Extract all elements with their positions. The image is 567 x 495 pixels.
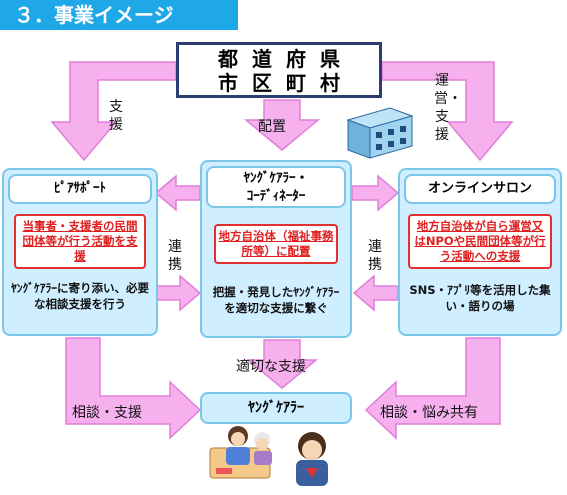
coordinator-heading: ﾔﾝｸﾞｹｱﾗｰ・ ｺｰﾃﾞｨﾈｰﾀｰ: [206, 166, 346, 208]
young-carer-worried-icon: [296, 432, 328, 486]
top-line-2: 市区町村: [218, 71, 354, 95]
online-salon-body: SNS・ｱﾌﾟﾘ等を活用した集い・語りの場: [409, 283, 551, 313]
coordinator-body: 把握・発見したﾔﾝｸﾞｹｱﾗｰを適切な支援に繋ぐ: [212, 285, 340, 315]
peer-support-panel: ﾋﾟｱｻﾎﾟｰﾄ 当事者・支援者の民間団体等が行う活動を支援 ﾔﾝｸﾞｹｱﾗｰに…: [2, 168, 158, 336]
coordinator-panel: ﾔﾝｸﾞｹｱﾗｰ・ ｺｰﾃﾞｨﾈｰﾀｰ 地方自治体（福祉事務所等）に配置 把握・…: [200, 160, 352, 338]
label-center-top: 配置: [258, 119, 286, 135]
peer-support-body: ﾔﾝｸﾞｹｱﾗｰに寄り添い、必要な相談支援を行う: [11, 281, 149, 311]
young-carer-cooking-icon: [209, 426, 272, 479]
coordinator-heading-line2: ｺｰﾃﾞｨﾈｰﾀｰ: [246, 189, 306, 204]
arrow-link-right-1: [351, 174, 400, 212]
young-carer-box: ﾔﾝｸﾞｹｱﾗｰ: [200, 392, 352, 424]
label-link-right: 連携: [368, 239, 382, 273]
coordinator-highlight: 地方自治体（福祉事務所等）に配置: [214, 224, 338, 264]
label-right-top: 運営・支援: [434, 73, 462, 143]
label-left-top: 支援: [109, 99, 123, 133]
online-salon-heading: オンラインサロン: [404, 174, 556, 204]
prefecture-municipality-box: 都道府県 市区町村: [176, 42, 382, 98]
section-title: ３．事業イメージ: [0, 0, 238, 30]
arrow-left-top: [50, 61, 177, 162]
peer-support-heading: ﾋﾟｱｻﾎﾟｰﾄ: [8, 174, 152, 204]
arrow-link-left-1: [154, 174, 201, 212]
arrow-bottom-left: [65, 337, 202, 440]
arrow-bottom-right: [364, 337, 501, 440]
arrow-right-top: [381, 61, 514, 162]
arrow-center-top: [243, 99, 321, 151]
online-salon-panel: オンラインサロン 地方自治体が自ら運営又はNPOや民間団体等が行う活動への支援 …: [398, 168, 562, 336]
label-bottom-left: 相談・支援: [72, 405, 142, 421]
top-line-1: 都道府県: [218, 47, 354, 71]
online-salon-highlight: 地方自治体が自ら運営又はNPOや民間団体等が行う活動への支援: [408, 214, 552, 269]
peer-support-highlight: 当事者・支援者の民間団体等が行う活動を支援: [14, 214, 146, 269]
arrow-center-bottom: [245, 339, 319, 389]
arrow-link-left-2: [155, 274, 202, 312]
arrow-link-right-2: [352, 274, 399, 312]
coordinator-heading-line1: ﾔﾝｸﾞｹｱﾗｰ・: [243, 171, 309, 186]
label-bottom-right: 相談・悩み共有: [380, 405, 478, 421]
label-center-bottom: 適切な支援: [236, 359, 306, 375]
label-link-left: 連携: [168, 239, 182, 273]
building-icon: [346, 107, 414, 159]
